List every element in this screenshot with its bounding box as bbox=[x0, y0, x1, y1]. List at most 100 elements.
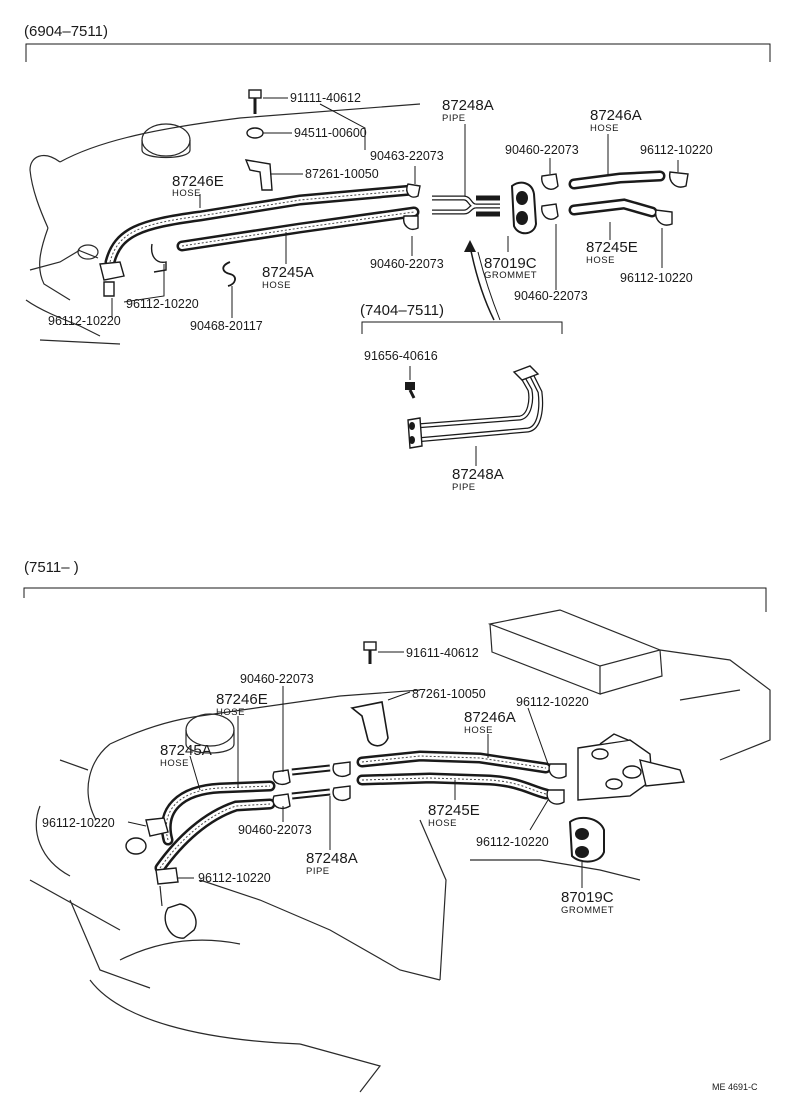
top-label-96112-10220-c: 96112-10220 bbox=[126, 297, 199, 311]
bottom-label-90460-22073-a: 90460-22073 bbox=[240, 672, 314, 686]
top-label-96112-10220-b: 96112-10220 bbox=[620, 271, 693, 285]
footer-code: ME 4691-C bbox=[712, 1082, 758, 1092]
section-inset: (7404–7511) 91656-40616 87248A PIPE bbox=[360, 302, 563, 493]
inset-pipe-87248a bbox=[407, 365, 544, 449]
inset-label-87248a-sub: PIPE bbox=[452, 482, 476, 493]
top-label-87248a: 87248A bbox=[442, 97, 494, 114]
top-clamp-left bbox=[150, 243, 167, 273]
bottom-label-87245e: 87245E bbox=[428, 802, 480, 819]
bottom-label-90460-22073-b: 90460-22073 bbox=[238, 823, 312, 837]
top-clip bbox=[222, 261, 236, 287]
inset-label-91656-40616: 91656-40616 bbox=[364, 349, 438, 363]
inset-label-87248a: 87248A bbox=[452, 466, 504, 483]
top-label-90460-22073-b: 90460-22073 bbox=[370, 257, 444, 271]
bottom-bolt bbox=[363, 641, 377, 664]
bottom-water-outlet bbox=[164, 903, 197, 939]
top-inset-arrow-head bbox=[464, 240, 476, 252]
top-label-87019c-sub: GROMMET bbox=[484, 270, 537, 281]
bottom-clamp-90460-b bbox=[272, 793, 291, 810]
bottom-label-87246a-sub: HOSE bbox=[464, 725, 493, 736]
top-bracket bbox=[244, 159, 273, 191]
bottom-label-91611-40612: 91611-40612 bbox=[406, 646, 479, 660]
bottom-bracket bbox=[350, 701, 389, 747]
top-label-90460-22073-a: 90460-22073 bbox=[505, 143, 579, 157]
bottom-pipe-87248a bbox=[291, 764, 331, 800]
top-clamp-90460-a bbox=[541, 173, 559, 190]
bottom-label-87248a-sub: PIPE bbox=[306, 866, 330, 877]
top-fitting-engine bbox=[103, 281, 115, 297]
bottom-label-87248a: 87248A bbox=[306, 850, 358, 867]
bottom-label-96112-10220-a: 96112-10220 bbox=[516, 695, 589, 709]
top-grommet bbox=[510, 181, 538, 235]
top-label-90463-22073: 90463-22073 bbox=[370, 149, 444, 163]
section-bottom-label: (7511– ) bbox=[24, 559, 79, 576]
bottom-label-87245e-sub: HOSE bbox=[428, 818, 457, 829]
bottom-engine-outline bbox=[29, 609, 771, 1093]
bottom-hose-87246a bbox=[356, 750, 552, 774]
top-label-87261-10050: 87261-10050 bbox=[305, 167, 379, 181]
bottom-label-87246e-sub: HOSE bbox=[216, 707, 245, 718]
bottom-label-87245a-sub: HOSE bbox=[160, 758, 189, 769]
bottom-clamp-pipe-a bbox=[332, 761, 351, 778]
top-label-90460-22073-c: 90460-22073 bbox=[514, 289, 588, 303]
bottom-clamp-96112-c bbox=[145, 817, 169, 837]
top-leaders bbox=[111, 97, 679, 318]
top-clamp-96112-a bbox=[669, 171, 689, 188]
top-hose-87245a bbox=[176, 206, 420, 252]
top-label-87248a-sub: PIPE bbox=[442, 113, 466, 124]
bottom-hose-87245e bbox=[356, 772, 552, 800]
top-clamp-90460-lower bbox=[403, 215, 419, 230]
top-label-87246e: 87246E bbox=[172, 173, 224, 190]
bottom-leaders bbox=[127, 651, 583, 888]
section-top: (6904–7511) bbox=[24, 23, 771, 345]
top-clamp-96112-b bbox=[655, 209, 673, 226]
top-pipe-87248a bbox=[432, 195, 500, 217]
top-label-87245a: 87245A bbox=[262, 264, 314, 281]
section-bottom: (7511– ) bbox=[23, 559, 771, 1093]
top-label-91111-40612: 91111-40612 bbox=[290, 91, 361, 105]
top-clamp-90463 bbox=[406, 183, 421, 198]
top-washer bbox=[246, 127, 264, 139]
top-label-87245e-sub: HOSE bbox=[586, 255, 615, 266]
bottom-label-96112-10220-c: 96112-10220 bbox=[476, 835, 549, 849]
top-label-96112-10220-a: 96112-10220 bbox=[640, 143, 713, 157]
bottom-label-87245a: 87245A bbox=[160, 742, 212, 759]
top-engine-outline bbox=[25, 103, 421, 345]
section-inset-label: (7404–7511) bbox=[360, 302, 444, 319]
top-hose-87246e bbox=[104, 184, 418, 268]
bottom-grommet bbox=[568, 816, 605, 863]
inset-bolt bbox=[405, 382, 416, 399]
top-bolt bbox=[248, 89, 262, 114]
top-label-87246a: 87246A bbox=[590, 107, 642, 124]
top-label-87245e: 87245E bbox=[586, 239, 638, 256]
bottom-label-87019c-sub: GROMMET bbox=[561, 905, 614, 916]
bottom-heater-valve bbox=[577, 733, 685, 801]
section-bottom-bracket bbox=[23, 587, 767, 612]
top-label-87246a-sub: HOSE bbox=[590, 123, 619, 134]
bottom-clamp-96112-b bbox=[546, 789, 565, 805]
bottom-label-96112-10220-d: 96112-10220 bbox=[198, 871, 271, 885]
bottom-label-87246e: 87246E bbox=[216, 691, 268, 708]
top-clamp-engine bbox=[99, 261, 125, 281]
bottom-clamp-96112-a bbox=[548, 763, 567, 779]
bottom-hose-end bbox=[125, 837, 147, 855]
top-label-87246e-sub: HOSE bbox=[172, 188, 201, 199]
top-label-90468-20117: 90468-20117 bbox=[190, 319, 263, 333]
top-label-94511-00600: 94511-00600 bbox=[294, 126, 367, 140]
bottom-label-87261-10050: 87261-10050 bbox=[412, 687, 486, 701]
top-label-96112-10220-d: 96112-10220 bbox=[48, 314, 121, 328]
top-hose-87245e bbox=[568, 198, 658, 218]
section-inset-bracket bbox=[361, 321, 563, 334]
top-clamp-90460-b bbox=[541, 203, 559, 220]
top-label-87245a-sub: HOSE bbox=[262, 280, 291, 291]
top-label-87019c: 87019C bbox=[484, 255, 537, 272]
top-hose-87246a bbox=[568, 170, 666, 190]
bottom-clamp-90460-a bbox=[272, 769, 291, 786]
bottom-hose-87246e bbox=[154, 798, 276, 874]
bottom-label-96112-10220-b: 96112-10220 bbox=[42, 816, 115, 830]
bottom-clamp-96112-d bbox=[155, 867, 179, 885]
section-top-bracket bbox=[25, 43, 771, 62]
bottom-label-87246a: 87246A bbox=[464, 709, 516, 726]
top-inset-arrow bbox=[469, 245, 495, 321]
